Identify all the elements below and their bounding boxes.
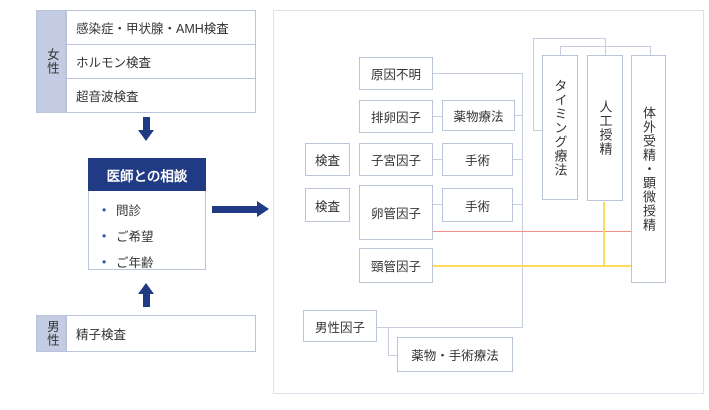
female-test-row: ホルモン検査 bbox=[67, 44, 255, 78]
treatment-aih-box: 人工授精 bbox=[587, 55, 623, 201]
male-tests-table: 精子検査 bbox=[66, 315, 256, 352]
male-test-row: 精子検査 bbox=[76, 328, 127, 342]
cause-tubal-box: 卵管因子 bbox=[359, 185, 433, 240]
female-tests-table: 感染症・甲状腺・AMH検査 ホルモン検査 超音波検査 bbox=[66, 10, 256, 113]
cause-male-factor-box: 男性因子 bbox=[303, 310, 377, 342]
bullet-icon: • bbox=[102, 254, 107, 269]
consult-item-label: ご希望 bbox=[116, 230, 154, 244]
bullet-icon: • bbox=[102, 202, 107, 217]
bullet-icon: • bbox=[102, 228, 107, 243]
list-item: • ご希望 bbox=[102, 226, 205, 245]
consultation-box: 医師との相談 • 問診 • ご希望 • ご年齢 bbox=[88, 158, 206, 270]
flowchart-panel bbox=[273, 10, 704, 394]
exam-box: 検査 bbox=[305, 188, 350, 222]
exam-box: 検査 bbox=[305, 143, 350, 176]
female-test-row: 感染症・甲状腺・AMH検査 bbox=[76, 22, 229, 36]
list-item: • ご年齢 bbox=[102, 252, 205, 271]
treatment-ivf-box: 体外受精・顕微授精 bbox=[631, 55, 666, 283]
cause-cervical-box: 頸管因子 bbox=[359, 248, 433, 283]
list-item: • 問診 bbox=[102, 200, 205, 219]
consultation-list: • 問診 • ご希望 • ご年齢 bbox=[88, 191, 206, 270]
consultation-title: 医師との相談 bbox=[88, 158, 206, 191]
cause-unknown-box: 原因不明 bbox=[359, 57, 433, 90]
treatment-timing-box: タイミング療法 bbox=[542, 55, 578, 200]
treatment-surgery-box: 手術 bbox=[442, 188, 513, 222]
male-label: 男性 bbox=[36, 315, 66, 352]
cause-uterine-box: 子宮因子 bbox=[359, 143, 433, 176]
treatment-drug-surgery-box: 薬物・手術療法 bbox=[397, 337, 513, 372]
treatment-surgery-box: 手術 bbox=[442, 143, 513, 176]
treatment-drug-box: 薬物療法 bbox=[442, 100, 515, 131]
female-test-row: 超音波検査 bbox=[67, 78, 255, 112]
consult-item-label: ご年齢 bbox=[116, 256, 154, 270]
female-label: 女性 bbox=[36, 10, 66, 113]
cause-ovulation-box: 排卵因子 bbox=[359, 100, 433, 133]
consult-item-label: 問診 bbox=[116, 204, 142, 218]
